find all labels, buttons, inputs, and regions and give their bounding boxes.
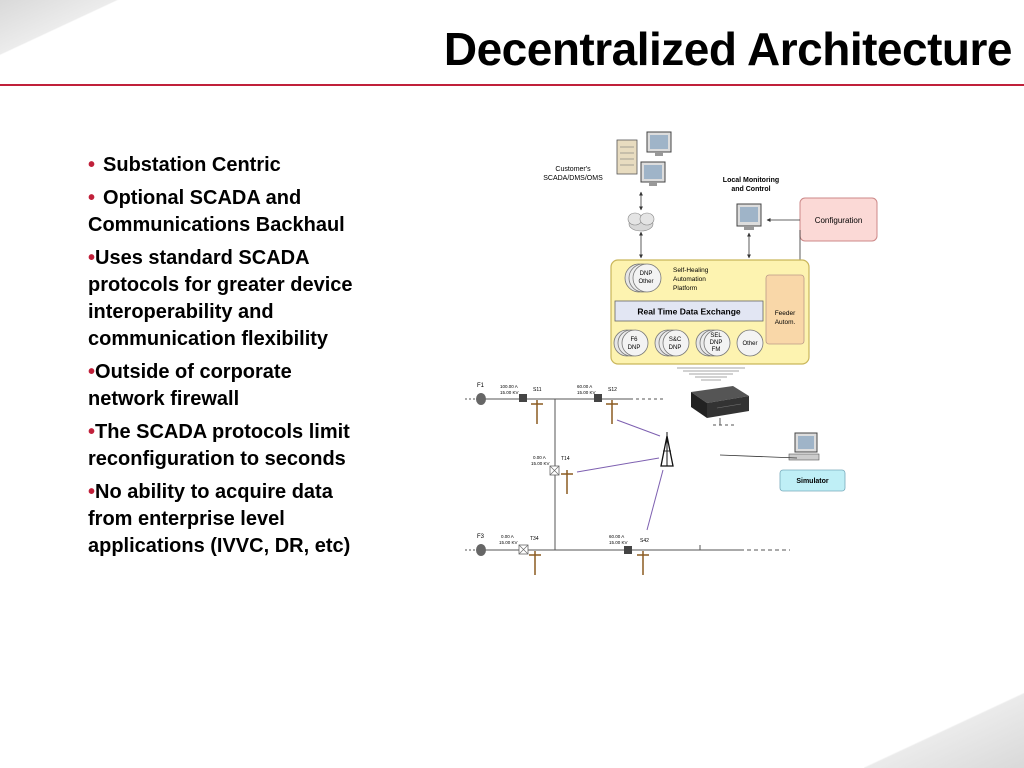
- feeder-label: Feeder: [775, 310, 796, 317]
- customers-label: SCADA/DMS/OMS: [543, 175, 603, 182]
- device-label: T34: [530, 536, 539, 542]
- bullet-text: The SCADA protocols limit reconfiguratio…: [88, 421, 350, 470]
- bullet-text: Outside of corporate network firewall: [88, 361, 292, 410]
- protocol-label: Other: [638, 279, 653, 285]
- bullet-text: Optional SCADA and Communications Backha…: [88, 187, 345, 236]
- protocol-label: Other: [742, 341, 757, 347]
- bullet-icon: •: [88, 481, 96, 503]
- customers-label: Customer's: [555, 166, 591, 173]
- bullet-item: •No ability to acquire data from enterpr…: [88, 479, 368, 560]
- bullet-list: •Substation Centric •Optional SCADA and …: [88, 152, 368, 566]
- device-label: S11: [533, 387, 542, 393]
- measurement-label: 15.00 KV: [499, 540, 518, 545]
- feeder-automation-box: [765, 274, 805, 345]
- bullet-item: •Outside of corporate network firewall: [88, 359, 368, 413]
- monitor-icon: [646, 131, 672, 156]
- bullet-icon: •: [88, 421, 96, 443]
- protocol-label: DNP: [640, 271, 653, 277]
- bullet-item: •The SCADA protocols limit reconfigurati…: [88, 419, 368, 473]
- switch-closed-icon: [519, 394, 527, 402]
- protocol-stack-icon: [695, 329, 731, 357]
- bullet-icon: •: [88, 187, 96, 209]
- title-divider: [0, 84, 1024, 86]
- local-monitoring-label: and Control: [731, 186, 770, 193]
- utility-pole-icon: [529, 551, 541, 575]
- protocol-label: SEL: [710, 333, 722, 339]
- server-rack-icon: [616, 139, 638, 175]
- platform-label: Self-Healing: [673, 267, 709, 274]
- bullet-text: Substation Centric: [103, 154, 281, 176]
- feeder-label: Autom.: [775, 319, 796, 326]
- simulator-label: Simulator: [796, 478, 829, 485]
- configuration-box: [799, 197, 878, 242]
- bullet-text: Uses standard SCADA protocols for greate…: [88, 247, 353, 350]
- utility-pole-icon: [561, 470, 573, 494]
- platform-label: Platform: [673, 285, 697, 292]
- bullet-icon: •: [88, 361, 96, 383]
- protocol-label: DNP: [628, 345, 641, 351]
- corner-decoration-bottom-right: [864, 678, 1024, 768]
- protocol-label: FM: [712, 347, 721, 353]
- device-label: T14: [561, 456, 570, 462]
- measurement-label: 60.00 A: [577, 384, 592, 389]
- protocol-label: DNP: [669, 345, 682, 351]
- utility-pole-icon: [531, 400, 543, 424]
- monitor-icon: [736, 203, 762, 230]
- workstation-icon: [788, 432, 820, 461]
- bullet-item: • Substation Centric: [88, 152, 368, 179]
- protocol-stack-icon: [654, 329, 690, 357]
- local-monitoring-label: Local Monitoring: [723, 177, 779, 184]
- feeder-breaker-icon: [476, 544, 486, 556]
- protocol-label: F6: [630, 337, 638, 343]
- measurement-label: 0.00 A: [501, 534, 514, 539]
- radio-tower-icon: [660, 432, 674, 467]
- measurement-label: 15.00 KV: [609, 540, 628, 545]
- bullet-item: •Uses standard SCADA protocols for great…: [88, 245, 368, 353]
- funnel-lines: [677, 367, 745, 381]
- measurement-label: 15.00 KV: [577, 390, 596, 395]
- feeder-label: F1: [477, 383, 485, 389]
- bullet-item: •Optional SCADA and Communications Backh…: [88, 185, 368, 239]
- measurement-label: 0.00 A: [533, 455, 546, 460]
- bullet-icon: •: [88, 247, 96, 269]
- bullet-icon: •: [88, 154, 96, 176]
- configuration-label: Configuration: [815, 216, 863, 225]
- measurement-label: 100.00 A: [500, 384, 518, 389]
- protocol-stack-icon: [613, 329, 649, 357]
- bullet-text: No ability to acquire data from enterpri…: [88, 481, 351, 557]
- rtde-label: Real Time Data Exchange: [637, 307, 741, 317]
- measurement-label: 60.00 A: [609, 534, 624, 539]
- switch-closed-icon: [624, 546, 632, 554]
- utility-pole-icon: [606, 400, 618, 424]
- feeder-breaker-icon: [476, 393, 486, 405]
- controller-hardware-icon: [691, 386, 749, 418]
- monitor-icon: [640, 161, 666, 186]
- architecture-diagram: Customer's SCADA/DMS/OMS Local Monitorin…: [465, 131, 878, 575]
- real-time-data-exchange-box: [614, 300, 764, 322]
- link-line: [719, 454, 798, 459]
- protocol-label: DNP: [710, 340, 723, 346]
- device-label: S12: [608, 387, 617, 393]
- utility-pole-icon: [637, 551, 649, 575]
- feeder-label: F3: [477, 534, 485, 540]
- simulator-box: [779, 469, 846, 492]
- measurement-label: 15.00 KV: [500, 390, 519, 395]
- switch-closed-icon: [594, 394, 602, 402]
- corner-decoration-top-left: [0, 0, 140, 70]
- measurement-label: 15.00 KV: [531, 461, 550, 466]
- device-label: S42: [640, 538, 649, 544]
- feeder-line-top: [465, 398, 735, 550]
- protocol-stack-icon: [624, 263, 662, 293]
- wireless-link: [576, 419, 664, 531]
- protocol-circle: [736, 329, 764, 357]
- protocol-label: S&C: [669, 337, 682, 343]
- platform-label: Automation: [673, 276, 706, 283]
- cloud-icon: [627, 212, 655, 232]
- slide-title: Decentralized Architecture: [443, 23, 1013, 75]
